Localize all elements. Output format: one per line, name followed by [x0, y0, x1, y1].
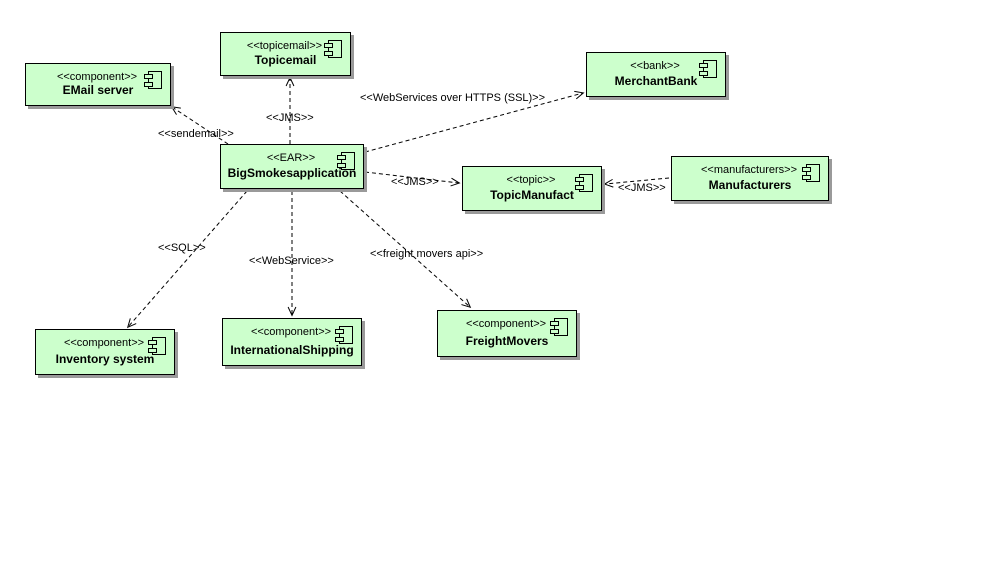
component-node-email-server[interactable]: <<component>>EMail server [25, 63, 171, 106]
component-stereotype: <<component>> [56, 71, 138, 83]
component-stereotype: <<component>> [250, 326, 332, 338]
component-stereotype: <<manufacturers>> [700, 164, 797, 176]
component-stereotype: <<topic>> [506, 174, 556, 186]
component-icon [144, 71, 162, 89]
edge-jms-topicmanufact-label: <<JMS>> [391, 176, 439, 188]
component-stereotype: <<component>> [63, 337, 145, 349]
edge-jms-topicemail-label: <<JMS>> [266, 112, 314, 124]
edge-sql-inventory-label: <<SQL>> [158, 242, 206, 254]
edge-sql-inventory [126, 190, 248, 329]
component-stereotype: <<bank>> [630, 60, 680, 72]
component-name: Inventory system [55, 352, 155, 366]
component-icon [148, 337, 166, 355]
edge-webservice-shipping-label: <<WebService>> [249, 255, 334, 267]
component-stereotype: <<topicemail>> [246, 40, 323, 52]
component-stereotype: <<EAR>> [266, 152, 316, 164]
component-node-manufacturers[interactable]: <<manufacturers>> Manufacturers [671, 156, 829, 201]
component-stereotype: <<component>> [465, 318, 547, 330]
component-node-bigsmokesapplication[interactable]: <<EAR>> BigSmokesapplication [220, 144, 364, 189]
component-name: Manufacturers [708, 178, 792, 192]
component-node-merchantbank[interactable]: <<bank>> MerchantBank [586, 52, 726, 97]
edge-freight-movers-label: <<freight movers api>> [370, 248, 484, 260]
component-node-internationalshipping[interactable]: <<component>> InternationalShipping [222, 318, 362, 366]
component-name: InternationalShipping [230, 343, 354, 357]
component-icon [337, 152, 355, 170]
edge-webservices-bank-label: <<WebServices over HTTPS (SSL)>> [360, 92, 546, 104]
edge-sendemail-label: <<sendemail>> [158, 128, 234, 140]
component-node-topicemail[interactable]: <<topicemail>>Topicemail [220, 32, 351, 76]
component-name: FreightMovers [465, 334, 549, 348]
component-icon [550, 318, 568, 336]
component-name: Topicemail [254, 53, 317, 67]
component-name: TopicManufact [490, 188, 574, 202]
component-icon [802, 164, 820, 182]
component-icon [575, 174, 593, 192]
component-name: EMail server [62, 83, 134, 97]
edge-jms-manufacturers-label: <<JMS>> [618, 182, 666, 194]
component-icon [335, 326, 353, 344]
component-node-topicmanufact[interactable]: <<topic>> TopicManufact [462, 166, 602, 211]
component-node-freightmovers[interactable]: <<component>> FreightMovers [437, 310, 577, 357]
component-icon [699, 60, 717, 78]
component-name: MerchantBank [614, 74, 698, 88]
component-name: BigSmokesapplication [227, 166, 357, 180]
component-node-inventory-system[interactable]: <<component>> Inventory system [35, 329, 175, 375]
component-icon [324, 40, 342, 58]
